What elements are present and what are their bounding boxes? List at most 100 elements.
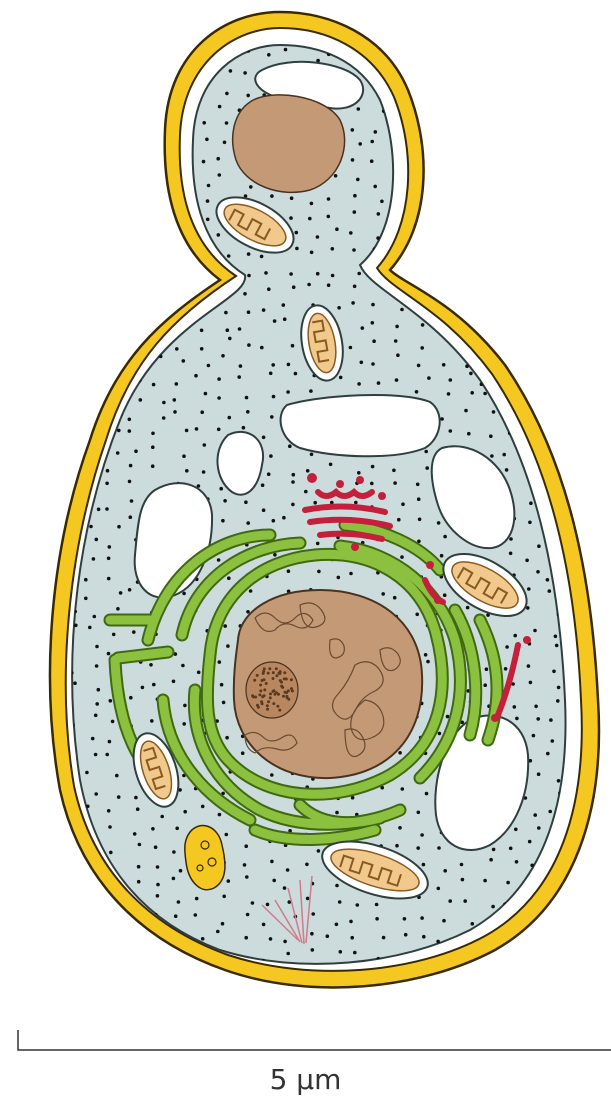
ribosome-dot bbox=[91, 737, 95, 741]
ribosome-dot bbox=[394, 339, 398, 343]
ribosome-dot bbox=[196, 289, 200, 293]
ribosome-dot bbox=[105, 378, 109, 382]
ribosome-dot bbox=[422, 212, 426, 216]
nucleolus-granule bbox=[267, 672, 270, 675]
ribosome-dot bbox=[107, 557, 111, 561]
nucleolus-granule bbox=[283, 671, 286, 674]
ribosome-dot bbox=[288, 444, 292, 448]
ribosome-dot bbox=[460, 283, 464, 287]
ribosome-dot bbox=[398, 751, 402, 755]
ribosome-dot bbox=[331, 274, 335, 278]
ribosome-dot bbox=[524, 197, 528, 201]
ribosome-dot bbox=[183, 704, 187, 708]
ribosome-dot bbox=[151, 445, 155, 449]
ribosome-dot bbox=[247, 310, 251, 314]
ribosome-dot bbox=[271, 363, 275, 367]
ribosome-dot bbox=[222, 701, 226, 705]
ribosome-dot bbox=[138, 843, 142, 847]
ribosome-dot bbox=[527, 77, 531, 81]
ribosome-dot bbox=[508, 343, 512, 347]
ribosome-dot bbox=[443, 535, 447, 539]
ribosome-dot bbox=[527, 951, 531, 955]
ribosome-dot bbox=[351, 128, 355, 132]
nucleolus-granule bbox=[280, 681, 283, 684]
ribosome-dot bbox=[461, 878, 465, 882]
ribosome-dot bbox=[217, 377, 221, 381]
ribosome-dot bbox=[481, 57, 485, 61]
ribosome-dot bbox=[467, 231, 471, 235]
ribosome-dot bbox=[515, 860, 519, 864]
ribosome-dot bbox=[216, 157, 220, 161]
ribosome-dot bbox=[326, 934, 330, 938]
ribosome-dot bbox=[286, 390, 290, 394]
ribosome-dot bbox=[443, 156, 447, 160]
vacuole bbox=[217, 432, 263, 495]
ribosome-dot bbox=[129, 464, 133, 468]
nucleolus-granule bbox=[287, 689, 290, 692]
ribosome-dot bbox=[161, 164, 165, 168]
ribosome-dot bbox=[73, 681, 77, 685]
ribosome-dot bbox=[157, 953, 161, 957]
nucleolus-granule bbox=[272, 671, 275, 674]
ribosome-dot bbox=[89, 920, 93, 924]
ribosome-dot bbox=[63, 327, 67, 331]
ribosome-dot bbox=[183, 810, 187, 814]
ribosome-dot bbox=[291, 503, 295, 507]
ribosome-dot bbox=[417, 364, 421, 368]
nucleolus-granule bbox=[253, 679, 256, 682]
ribosome-dot bbox=[105, 753, 109, 757]
ribosome-dot bbox=[489, 274, 493, 278]
ribosome-dot bbox=[337, 576, 341, 580]
ribosome-dot bbox=[335, 811, 339, 815]
ribosome-dot bbox=[154, 201, 158, 205]
ribosome-dot bbox=[172, 680, 176, 684]
ribosome-dot bbox=[269, 937, 273, 941]
ribosome-dot bbox=[404, 76, 408, 80]
ribosome-dot bbox=[216, 930, 220, 934]
ribosome-dot bbox=[202, 271, 206, 275]
ribosome-dot bbox=[262, 923, 266, 927]
ribosome-dot bbox=[352, 248, 356, 252]
ribosome-dot bbox=[109, 347, 113, 351]
ribosome-dot bbox=[150, 124, 154, 128]
ribosome-dot bbox=[264, 271, 268, 275]
scale-bar bbox=[18, 1030, 611, 1050]
ribosome-dot bbox=[97, 688, 101, 692]
ribosome-dot bbox=[536, 570, 540, 574]
ribosome-dot bbox=[547, 273, 551, 277]
ribosome-dot bbox=[218, 173, 222, 177]
ribosome-dot bbox=[425, 466, 429, 470]
ribosome-dot bbox=[85, 195, 89, 199]
ribosome-dot bbox=[63, 361, 67, 365]
ribosome-dot bbox=[152, 234, 156, 238]
ribosome-dot bbox=[291, 344, 295, 348]
ribosome-dot bbox=[421, 323, 425, 327]
ribosome-dot bbox=[512, 146, 516, 150]
ribosome-dot bbox=[243, 863, 247, 867]
ribosome-dot bbox=[424, 450, 428, 454]
ribosome-dot bbox=[97, 895, 101, 899]
ribosome-dot bbox=[92, 557, 96, 561]
ribosome-dot bbox=[534, 265, 538, 269]
ribosome-dot bbox=[470, 391, 474, 395]
ribosome-dot bbox=[227, 879, 231, 883]
ribosome-dot bbox=[107, 652, 111, 656]
ribosome-dot bbox=[218, 105, 222, 109]
ribosome-dot bbox=[227, 254, 231, 258]
ribosome-dot bbox=[175, 57, 179, 61]
ribosome-dot bbox=[86, 301, 90, 305]
ribosome-dot bbox=[202, 121, 206, 125]
ribosome-dot bbox=[422, 863, 426, 867]
ribosome-dot bbox=[94, 792, 98, 796]
ribosome-dot bbox=[508, 180, 512, 184]
ribosome-dot bbox=[557, 396, 561, 400]
ribosome-dot bbox=[137, 109, 141, 113]
ribosome-dot bbox=[290, 196, 294, 200]
ribosome-dot bbox=[551, 739, 555, 743]
ribosome-dot bbox=[197, 671, 201, 675]
ribosome-dot bbox=[310, 251, 314, 255]
ribosome-dot bbox=[112, 173, 116, 177]
nucleolus-granule bbox=[277, 693, 280, 696]
ribosome-dot bbox=[546, 578, 550, 582]
ribosome-dot bbox=[504, 667, 508, 671]
